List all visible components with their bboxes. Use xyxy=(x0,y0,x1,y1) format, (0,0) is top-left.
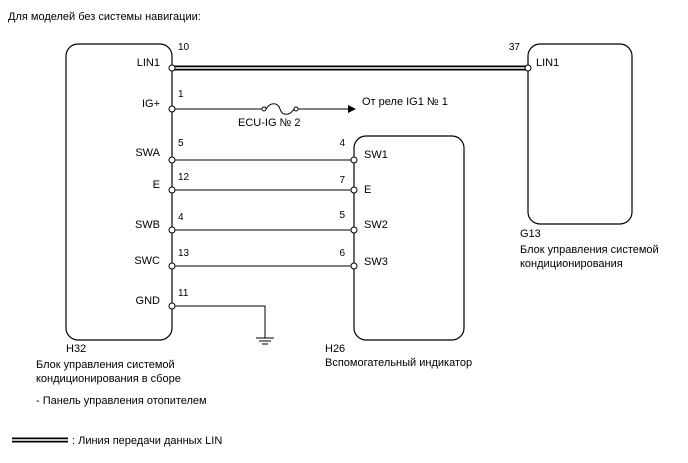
h32-pin-number: 11 xyxy=(178,288,189,299)
h32-pin-number: 10 xyxy=(178,42,190,53)
h32-code: H32 xyxy=(66,343,86,355)
h32-pin-number: 4 xyxy=(178,212,184,223)
h32-pin-dot xyxy=(168,105,176,113)
g13-code: G13 xyxy=(520,228,541,240)
fuse-terminal-left xyxy=(261,106,267,112)
h32-pin-dot xyxy=(168,226,176,234)
h26-pin-number: 6 xyxy=(339,248,345,259)
h32-note: - Панель управления отопителем xyxy=(36,395,207,407)
h32-description-line1: Блок управления системой xyxy=(36,359,175,371)
g13-pin-name: LIN1 xyxy=(536,57,559,69)
h32-pin-name: SWC xyxy=(134,255,160,267)
h32-pin-name: IG+ xyxy=(142,98,160,110)
h26-code: H26 xyxy=(325,343,345,355)
g13-pin-dot xyxy=(524,64,532,72)
page-title: Для моделей без системы навигации: xyxy=(8,11,201,23)
h32-pin-name: SWB xyxy=(135,219,160,231)
h26-pin-dot xyxy=(350,262,358,270)
h26-pin-dot xyxy=(350,226,358,234)
relay-label: От реле IG1 № 1 xyxy=(362,96,448,108)
fuse-label: ECU-IG № 2 xyxy=(238,117,301,129)
g13-component-box xyxy=(527,43,633,225)
g13-description-line2: кондиционирования xyxy=(520,258,623,270)
h32-pin-number: 5 xyxy=(178,138,184,149)
gnd-wire xyxy=(172,305,266,338)
h32-pin-dot xyxy=(168,302,176,310)
h26-pin-dot xyxy=(350,186,358,194)
h26-pin-name: SW3 xyxy=(364,256,388,268)
h26-pin-number: 5 xyxy=(339,210,345,221)
h26-pin-name: SW2 xyxy=(364,219,388,231)
h32-pin-name: SWA xyxy=(135,147,160,159)
h26-component-box xyxy=(353,135,465,341)
h32-pin-name: LIN1 xyxy=(137,57,160,69)
h32-pin-dot xyxy=(168,64,176,72)
h32-pin-name: E xyxy=(153,179,160,191)
h26-pin-name: E xyxy=(364,184,371,196)
g13-description-line1: Блок управления системой xyxy=(520,244,659,256)
h32-pin-dot xyxy=(168,262,176,270)
h26-description: Вспомогательный индикатор xyxy=(325,357,472,369)
h26-pin-number: 4 xyxy=(339,138,345,149)
h32-pin-number: 12 xyxy=(178,172,190,183)
h26-pin-name: SW1 xyxy=(364,149,388,161)
g13-pin-number: 37 xyxy=(509,42,521,53)
h32-pin-dot xyxy=(168,156,176,164)
legend-label: : Линия передачи данных LIN xyxy=(72,435,222,447)
h32-pin-dot xyxy=(168,186,176,194)
h32-pin-name: GND xyxy=(136,295,161,307)
h32-pin-number: 13 xyxy=(178,248,190,259)
fuse-icon xyxy=(265,103,295,115)
ground-icon xyxy=(256,337,274,345)
fuse-terminal-right xyxy=(293,106,299,112)
h26-pin-dot xyxy=(350,156,358,164)
relay-arrow-icon xyxy=(348,105,356,113)
h32-pin-number: 1 xyxy=(178,89,184,100)
h26-pin-number: 7 xyxy=(339,175,345,186)
h32-description-line2: кондиционирования в сборе xyxy=(36,373,181,385)
